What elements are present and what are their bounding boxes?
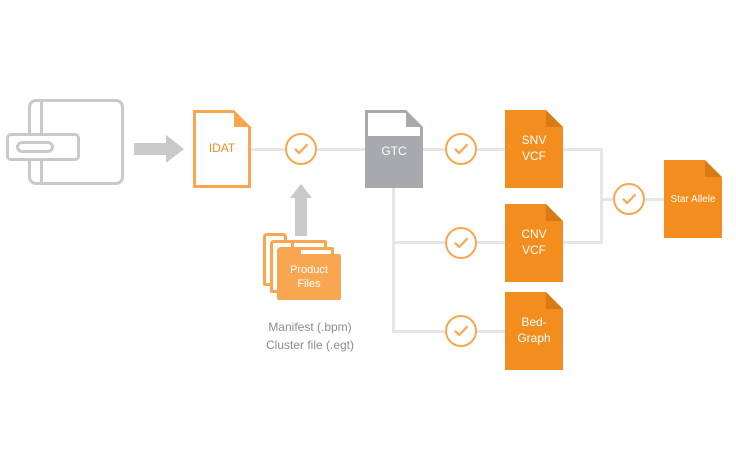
product-files-label-line1: Product [290,263,328,276]
cnv-vcf-label-line1: CNV [521,227,547,242]
check-icon [294,143,308,155]
check-icon [454,143,468,155]
star-allele-label: Star Allele [670,193,716,205]
connector-line [563,148,603,151]
check-circle-gtc-cnv [445,227,477,259]
bedgraph-doc-icon: Bed- Graph [505,292,563,370]
product-files-caption: Manifest (.bpm) Cluster file (.egt) [225,318,395,354]
gtc-doc-icon: GTC [365,110,423,188]
cnv-vcf-label-line2: VCF [522,243,546,257]
check-circle-gtc-snv [445,133,477,165]
manifest-caption: Manifest (.bpm) [268,320,352,334]
product-files-folder-icon: Product Files [277,247,341,300]
check-circle-gtc-bedgraph [445,315,477,347]
check-icon [454,325,468,337]
product-files-label-line2: Files [297,278,321,290]
check-circle-idat-gtc [285,133,317,165]
snv-vcf-label-line1: SNV [521,133,547,148]
gtc-label-band: GTC [365,136,423,188]
cnv-vcf-doc-icon: CNV VCF [505,204,563,282]
gtc-label: GTC [381,144,407,158]
snv-vcf-label-line2: VCF [522,149,546,163]
arrow-up-icon [295,198,307,236]
star-allele-doc-icon: Star Allele [664,160,722,238]
sequencer-instrument-icon [6,97,128,189]
idat-doc-icon: IDAT [193,110,251,188]
bedgraph-label-line2: Graph [517,331,551,345]
check-circle-star-allele [613,183,645,215]
idat-label: IDAT [208,141,236,156]
arrow-up-head-icon [290,184,312,198]
arrow-right-head-icon [166,135,184,163]
connector-line [392,188,395,333]
check-icon [622,193,636,205]
connector-line [563,241,603,244]
snv-vcf-doc-icon: SNV VCF [505,110,563,188]
connector-line [600,148,603,244]
check-icon [454,237,468,249]
arrow-right-icon [134,143,166,155]
cluster-file-caption: Cluster file (.egt) [265,338,355,352]
bedgraph-label-line1: Bed- [521,315,547,330]
instrument-slot [16,141,54,153]
